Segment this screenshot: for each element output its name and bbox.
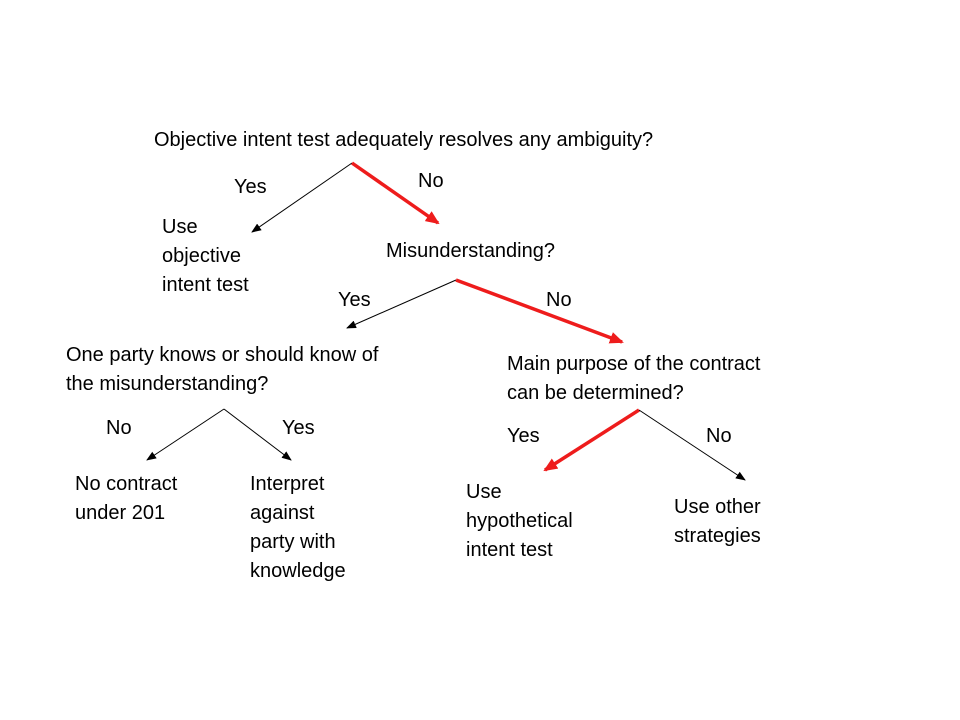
- edge-q1-yes: [251, 162, 353, 233]
- outcome-line: No contract: [75, 473, 178, 495]
- edge-q4-yes: [543, 408, 640, 472]
- question-party-knows: One party knows or should know of the mi…: [66, 341, 378, 399]
- outcome-line: under 201: [75, 502, 166, 524]
- edge-q1-no: [350, 161, 440, 225]
- outcome-no-contract: No contract under 201: [75, 470, 177, 528]
- edge-label-q4-yes: Yes: [507, 425, 540, 447]
- edge-label-q1-no: No: [418, 170, 444, 192]
- edge-q4-no: [638, 409, 746, 481]
- edge-label-q1-yes: Yes: [234, 176, 267, 198]
- edge-label-q2-yes: Yes: [338, 289, 371, 311]
- outcome-line: party with: [250, 531, 336, 553]
- outcome-use-objective-intent-test: Use objective intent test: [162, 213, 249, 300]
- outcome-line: Use: [466, 481, 502, 503]
- edge-label-q3-yes: Yes: [282, 417, 315, 439]
- outcome-line: objective: [162, 245, 241, 267]
- question-line: can be determined?: [507, 382, 684, 404]
- outcome-line: Interpret: [250, 473, 325, 495]
- outcome-line: Use other: [674, 496, 761, 518]
- outcome-line: intent test: [466, 539, 553, 561]
- edge-label-q2-no: No: [546, 289, 572, 311]
- outcome-line: Use: [162, 216, 198, 238]
- outcome-use-other-strategies: Use other strategies: [674, 493, 761, 551]
- outcome-line: against: [250, 502, 315, 524]
- outcome-interpret-against-party: Interpret against party with knowledge: [250, 470, 346, 586]
- edge-q3-yes: [223, 408, 292, 461]
- outcome-line: intent test: [162, 274, 249, 296]
- edge-q2-yes: [346, 279, 457, 329]
- edge-q2-no: [455, 278, 624, 344]
- question-main-purpose: Main purpose of the contract can be dete…: [507, 350, 760, 408]
- outcome-line: strategies: [674, 525, 761, 547]
- question-line: One party knows or should know of: [66, 344, 379, 366]
- outcome-use-hypothetical-intent-test: Use hypothetical intent test: [466, 478, 573, 565]
- question-line: Main purpose of the contract: [507, 353, 761, 375]
- outcome-line: knowledge: [250, 560, 346, 582]
- edge-q3-no: [146, 408, 225, 461]
- edge-label-q3-no: No: [106, 417, 132, 439]
- edge-label-q4-no: No: [706, 425, 732, 447]
- outcome-line: hypothetical: [466, 510, 573, 532]
- question-objective-intent: Objective intent test adequately resolve…: [154, 129, 654, 151]
- question-line: the misunderstanding?: [66, 373, 269, 395]
- question-misunderstanding: Misunderstanding?: [386, 240, 555, 262]
